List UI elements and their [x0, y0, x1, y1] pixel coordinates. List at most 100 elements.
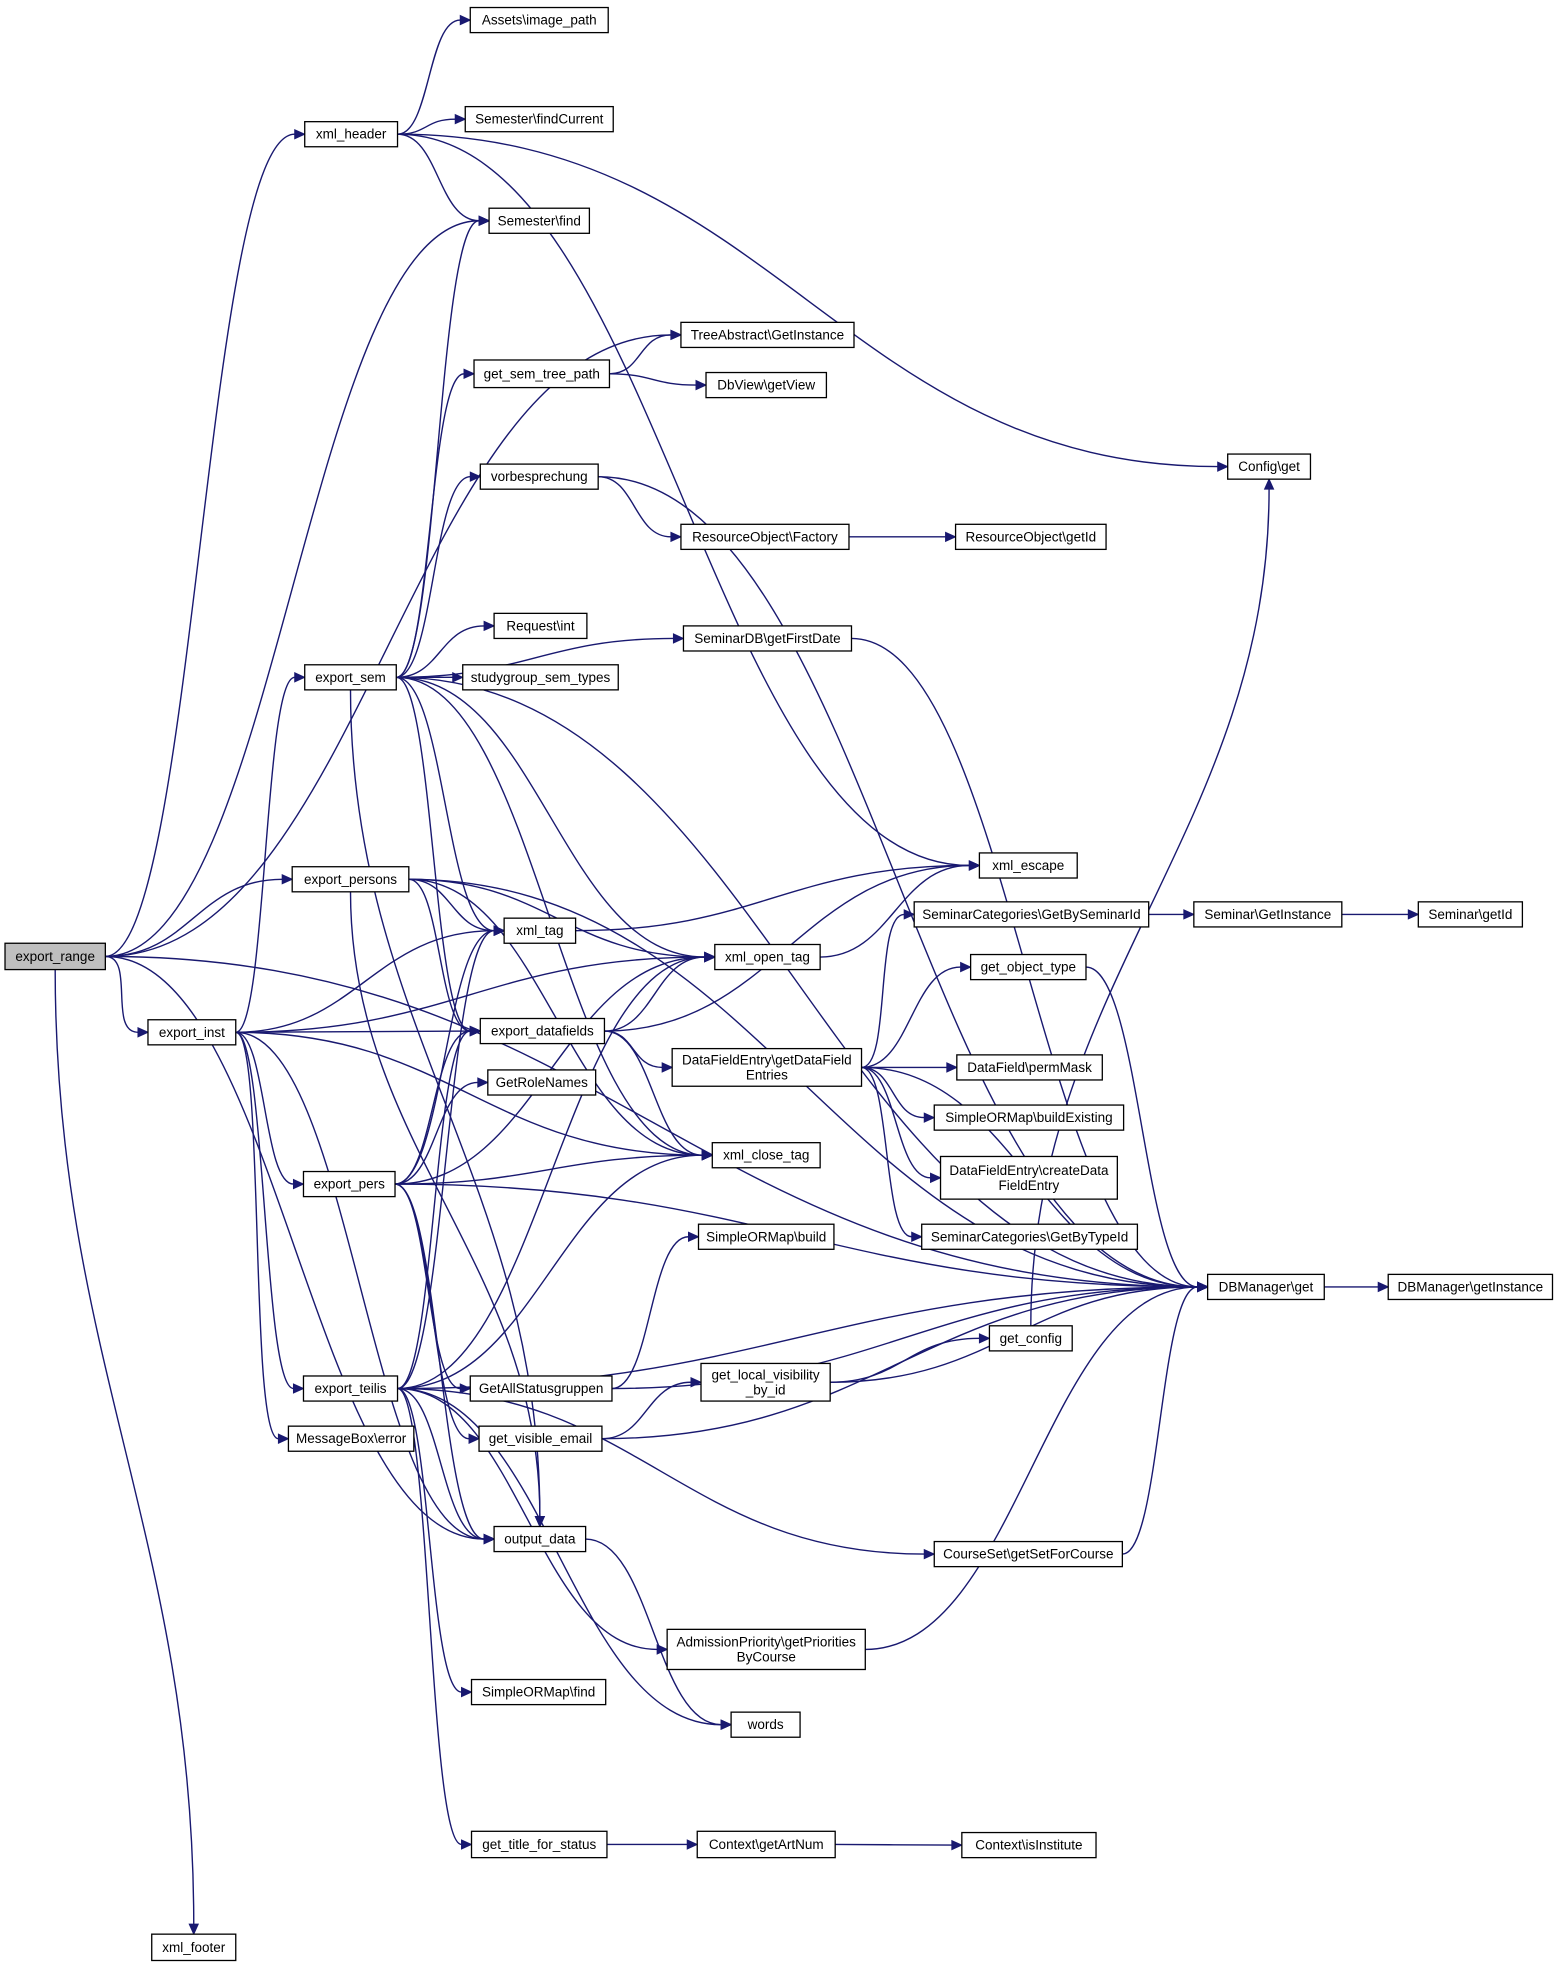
node-box	[711, 1142, 821, 1169]
node-dbmanager-getinstance[interactable]: DBManager\getInstance	[1387, 1273, 1554, 1301]
node-label: FieldEntry	[999, 1178, 1060, 1193]
node-semester-find[interactable]: Semester\find	[488, 207, 591, 234]
edge-xml-header-to-semester-find	[397, 133, 480, 222]
edge-context-getartnum-to-context-isinstitute	[835, 1843, 952, 1846]
node-treeabstract-getinstance[interactable]: TreeAbstract\GetInstance	[680, 321, 855, 349]
arrowhead	[687, 1231, 700, 1243]
node-config-get[interactable]: Config\get	[1227, 453, 1312, 480]
arrowhead	[701, 1149, 714, 1161]
edge-export-sem-to-vorbesprechung	[396, 475, 471, 679]
node-messagebox-error[interactable]: MessageBox\error	[287, 1425, 415, 1452]
node-box	[956, 1054, 1103, 1081]
node-box	[682, 625, 853, 652]
edge-export-datafields-to-xml-open-tag	[604, 956, 705, 1032]
node-xml-close-tag[interactable]: xml_close_tag	[711, 1142, 821, 1169]
arrowhead	[483, 620, 496, 632]
node-resourceobject-getid[interactable]: ResourceObject\getId	[954, 523, 1107, 551]
node-get-object-type[interactable]: get_object_type	[969, 953, 1087, 981]
node-courseset-getsetforcourse[interactable]: CourseSet\getSetForCourse	[933, 1540, 1124, 1568]
node-label: Assets\image_path	[482, 13, 597, 28]
node-label: CourseSet\getSetForCourse	[943, 1547, 1113, 1562]
edge-export-sem-to-xml-tag	[396, 676, 495, 932]
node-label: export_inst	[159, 1025, 225, 1040]
node-context-isinstitute[interactable]: Context\isInstitute	[961, 1831, 1097, 1859]
node-simpleormap-find[interactable]: SimpleORMap\find	[470, 1678, 607, 1706]
node-seminar-getinstance[interactable]: Seminar\GetInstance	[1193, 901, 1343, 928]
node-simpleormap-buildexisting[interactable]: SimpleORMap\buildExisting	[933, 1104, 1125, 1131]
arrowhead	[452, 672, 464, 683]
node-label: Request\int	[506, 618, 575, 633]
node-get-local-visibility-by-id[interactable]: get_local_visibility_by_id	[700, 1362, 831, 1402]
arrowhead	[281, 874, 294, 885]
node-box	[473, 359, 611, 389]
node-label: Config\get	[1238, 459, 1300, 474]
node-xml-escape[interactable]: xml_escape	[978, 852, 1078, 879]
node-words[interactable]: words	[730, 1711, 801, 1738]
node-box	[478, 1425, 603, 1452]
node-box	[978, 852, 1078, 879]
edge-export-persons-to-output-data	[349, 891, 541, 1517]
node-export-datafields[interactable]: export_datafields	[479, 1017, 606, 1045]
node-box	[503, 917, 577, 944]
node-request-int[interactable]: Request\int	[493, 612, 588, 640]
node-get-config[interactable]: get_config	[988, 1325, 1073, 1352]
node-get-title-for-status[interactable]: get_title_for_status	[470, 1830, 608, 1859]
arrowhead	[1197, 1281, 1209, 1293]
node-getallstatusgruppen[interactable]: GetAllStatusgruppen	[469, 1375, 613, 1402]
arrowhead	[277, 1433, 290, 1444]
node-box	[921, 1223, 1139, 1250]
node-xml-header[interactable]: xml_header	[304, 121, 399, 148]
node-label: MessageBox\error	[296, 1431, 407, 1446]
node-studygroup-sem-types[interactable]: studygroup_sem_types	[462, 664, 619, 691]
node-vorbesprechung[interactable]: vorbesprechung	[479, 463, 599, 490]
node-label: export_teilis	[314, 1381, 386, 1396]
node-export-inst[interactable]: export_inst	[147, 1019, 237, 1046]
node-xml-tag[interactable]: xml_tag	[503, 917, 577, 944]
arrowhead	[923, 1548, 936, 1560]
node-xml-open-tag[interactable]: xml_open_tag	[714, 943, 821, 971]
node-export-teilis[interactable]: export_teilis	[302, 1375, 399, 1402]
node-getrolenames[interactable]: GetRoleNames	[487, 1069, 597, 1096]
node-label: get_local_visibility	[712, 1367, 820, 1382]
arrowhead	[911, 1231, 923, 1243]
node-seminarcategories-getbytypeid[interactable]: SeminarCategories\GetByTypeId	[921, 1223, 1139, 1250]
node-dbmanager-get[interactable]: DBManager\get	[1206, 1273, 1325, 1301]
node-assets-image-path[interactable]: Assets\image_path	[469, 6, 609, 34]
node-label: SeminarCategories\GetByTypeId	[931, 1229, 1128, 1244]
arrowhead	[946, 1062, 959, 1073]
edges-layer	[54, 14, 1420, 1936]
node-get-sem-tree-path[interactable]: get_sem_tree_path	[473, 359, 611, 389]
node-label: DataField\permMask	[967, 1060, 1092, 1075]
node-output-data[interactable]: output_data	[493, 1525, 587, 1553]
arrowhead	[661, 1062, 674, 1073]
node-seminardb-getfirstdate[interactable]: SeminarDB\getFirstDate	[682, 625, 853, 652]
node-context-getartnum[interactable]: Context\getArtNum	[696, 1830, 836, 1859]
node-get-visible-email[interactable]: get_visible_email	[478, 1425, 603, 1452]
edge-export-persons-to-xml-close-tag	[408, 878, 703, 1156]
arrowhead	[930, 1172, 942, 1184]
node-box	[969, 953, 1087, 981]
arrowhead	[477, 1077, 490, 1088]
node-export-persons[interactable]: export_persons	[291, 866, 410, 893]
node-label: vorbesprechung	[491, 469, 588, 484]
node-box	[302, 1170, 396, 1198]
node-datafield-permmask[interactable]: DataField\permMask	[956, 1054, 1103, 1081]
node-xml-footer[interactable]: xml_footer	[151, 1933, 237, 1962]
node-export-range[interactable]: export_range	[4, 942, 106, 971]
edge-export-sem-to-request-int	[396, 625, 485, 679]
node-seminarcategories-getbyseminarid[interactable]: SeminarCategories\GetBySeminarId	[913, 901, 1150, 928]
arrowhead	[469, 471, 482, 482]
node-semester-findcurrent[interactable]: Semester\findCurrent	[464, 105, 614, 133]
node-simpleormap-build[interactable]: SimpleORMap\build	[697, 1223, 835, 1250]
arrowhead	[670, 329, 683, 341]
node-box	[700, 1362, 831, 1402]
node-label: DataFieldEntry\getDataField	[682, 1052, 852, 1067]
node-resourceobject-factory[interactable]: ResourceObject\Factory	[680, 523, 850, 551]
node-dbview-getview[interactable]: DbView\getView	[705, 371, 828, 399]
node-export-sem[interactable]: export_sem	[304, 664, 397, 691]
node-seminar-getid[interactable]: Seminar\getId	[1417, 901, 1524, 928]
node-export-pers[interactable]: export_pers	[302, 1170, 396, 1198]
